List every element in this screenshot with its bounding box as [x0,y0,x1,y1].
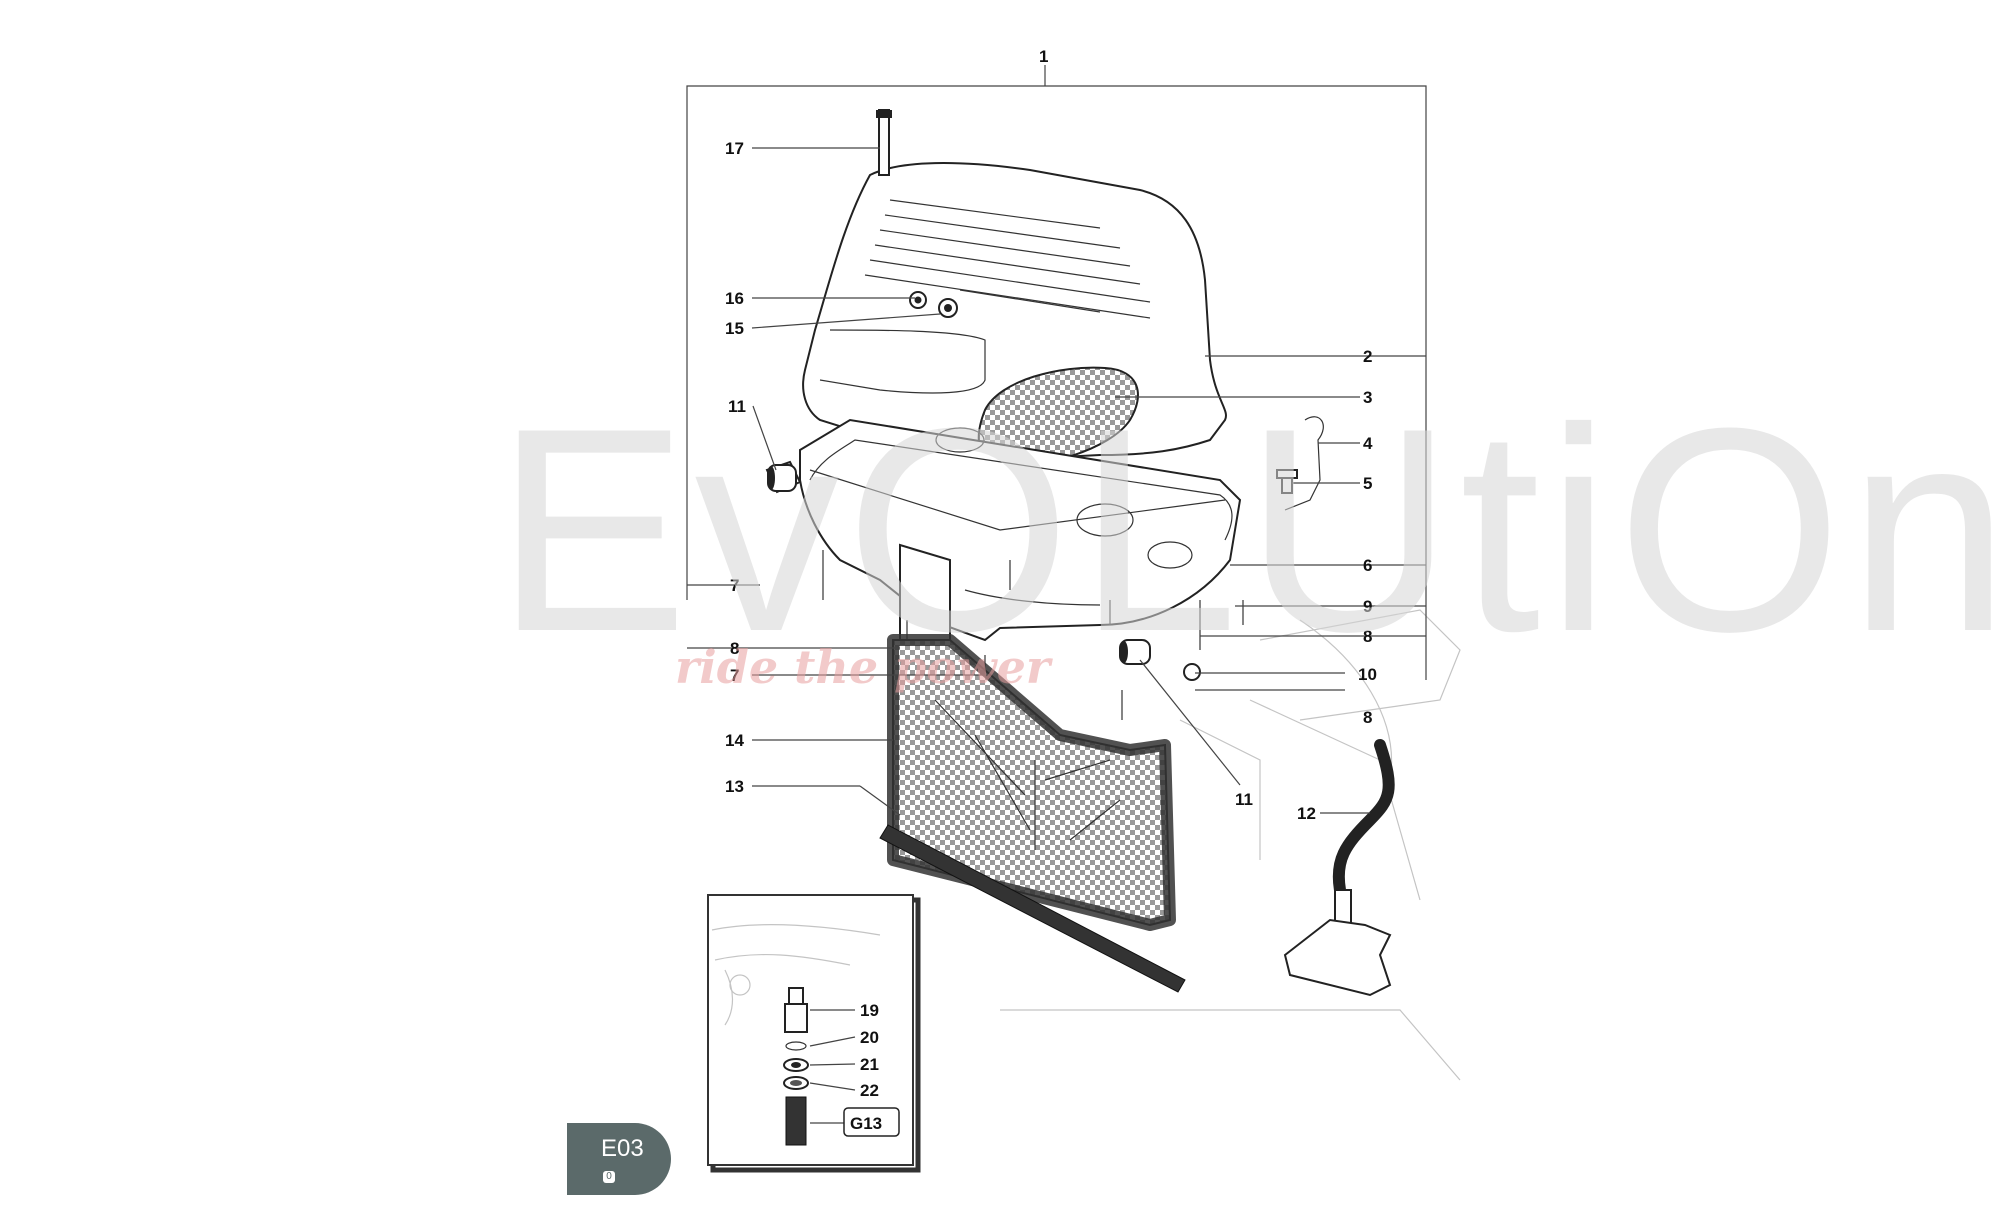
callout-9: 9 [1363,597,1372,616]
inset-callout-20: 20 [860,1028,879,1047]
callout-8-left: 8 [730,639,739,658]
callout-16: 16 [725,289,744,308]
inset-callout-19: 19 [860,1001,879,1020]
inset-detail-box: 19 20 21 22 G13 [707,894,921,1173]
airbox-cover [802,109,1227,467]
inset-callout-21: 21 [860,1055,879,1074]
callout-labels: 1 2 3 4 5 6 7 7 8 8 8 9 10 11 11 12 13 1… [725,47,1377,823]
callout-13: 13 [725,777,744,796]
cover-ribs [864,199,1151,319]
callout-14: 14 [725,731,744,750]
page-code-badge: E03 0 [567,1123,671,1195]
callout-8-right-upper: 8 [1363,627,1372,646]
callout-2: 2 [1363,347,1372,366]
callout-3: 3 [1363,388,1372,407]
inset-callout-g13: G13 [850,1114,882,1133]
watermark-tagline: ride the power [675,640,1054,694]
callout-15: 15 [725,319,744,338]
callout-1: 1 [1039,47,1048,66]
revision-marker: 0 [603,1171,615,1183]
callout-7-upper: 7 [730,576,739,595]
callout-17: 17 [725,139,744,158]
assembly-bracket [686,65,1427,680]
drain-hose [1283,739,1395,997]
page-code: E03 [601,1135,644,1162]
spacer-upper [765,460,802,494]
callout-11-upper: 11 [728,397,746,416]
callout-11-lower: 11 [1235,790,1253,809]
airbox-housing [799,418,1242,662]
callout-6: 6 [1363,556,1372,575]
watermark-text: EvOLUtiOn BiKE [495,368,2000,692]
callout-5: 5 [1363,474,1372,493]
callout-10: 10 [1358,665,1377,684]
callout-7-lower: 7 [730,666,739,685]
callout-8-right-lower: 8 [1363,708,1372,727]
spacer-lower [1119,639,1201,681]
sealing-strip [879,824,1186,993]
callout-12: 12 [1297,804,1316,823]
watermark: EvOLUtiOn BiKE ride the power [495,368,2000,694]
clip-and-screw [1276,416,1324,511]
inset-callout-22: 22 [860,1081,879,1100]
callout-4: 4 [1363,434,1373,453]
leader-lines [687,147,1426,816]
